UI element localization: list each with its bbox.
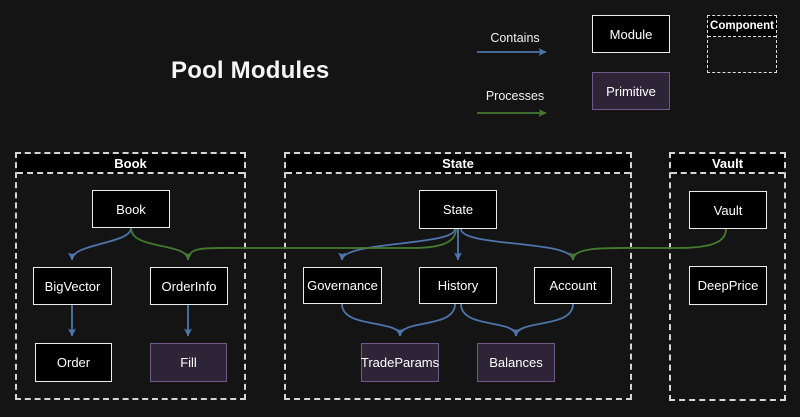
- legend-module-label: Module: [609, 26, 653, 42]
- node-fill: Fill: [150, 343, 227, 382]
- node-tradeparams: TradeParams: [361, 343, 439, 382]
- node-tradeparams-label: TradeParams: [360, 355, 440, 370]
- node-history-label: History: [437, 278, 479, 293]
- legend-primitive-swatch: Primitive: [592, 72, 670, 110]
- legend-processes-label: Processes: [485, 89, 545, 103]
- legend-component-label: Component: [708, 16, 776, 37]
- node-account: Account: [534, 267, 612, 304]
- container-vault: Vault: [669, 152, 786, 401]
- node-governance-label: Governance: [307, 278, 378, 293]
- container-state: State: [284, 152, 632, 400]
- node-state: State: [419, 190, 497, 229]
- node-order-label: Order: [56, 355, 91, 370]
- node-bigvector-label: BigVector: [44, 278, 101, 294]
- legend-module-swatch: Module: [592, 15, 670, 53]
- node-vault-label: Vault: [713, 202, 743, 218]
- legend-primitive-label: Primitive: [606, 83, 656, 99]
- node-orderinfo: OrderInfo: [150, 267, 228, 305]
- node-book: Book: [92, 190, 170, 228]
- node-history: History: [419, 267, 497, 304]
- node-vault: Vault: [689, 191, 767, 229]
- container-state-title: State: [286, 154, 630, 174]
- node-balances: Balances: [477, 343, 555, 382]
- node-book-label: Book: [116, 201, 146, 217]
- page-title: Pool Modules: [171, 57, 330, 84]
- node-deepprice: DeepPrice: [689, 266, 767, 305]
- node-orderinfo-label: OrderInfo: [161, 278, 217, 294]
- legend-component-swatch: Component: [707, 15, 777, 73]
- node-deepprice-label: DeepPrice: [697, 278, 759, 293]
- node-account-label: Account: [549, 278, 597, 293]
- node-order: Order: [35, 343, 112, 382]
- node-state-label: State: [442, 202, 474, 217]
- container-book-title: Book: [17, 154, 244, 174]
- node-balances-label: Balances: [489, 355, 543, 370]
- node-bigvector: BigVector: [33, 267, 112, 305]
- container-book: Book: [15, 152, 246, 400]
- legend-contains-label: Contains: [490, 31, 540, 45]
- node-fill-label: Fill: [180, 355, 197, 370]
- node-governance: Governance: [303, 267, 382, 304]
- container-vault-title: Vault: [671, 154, 784, 174]
